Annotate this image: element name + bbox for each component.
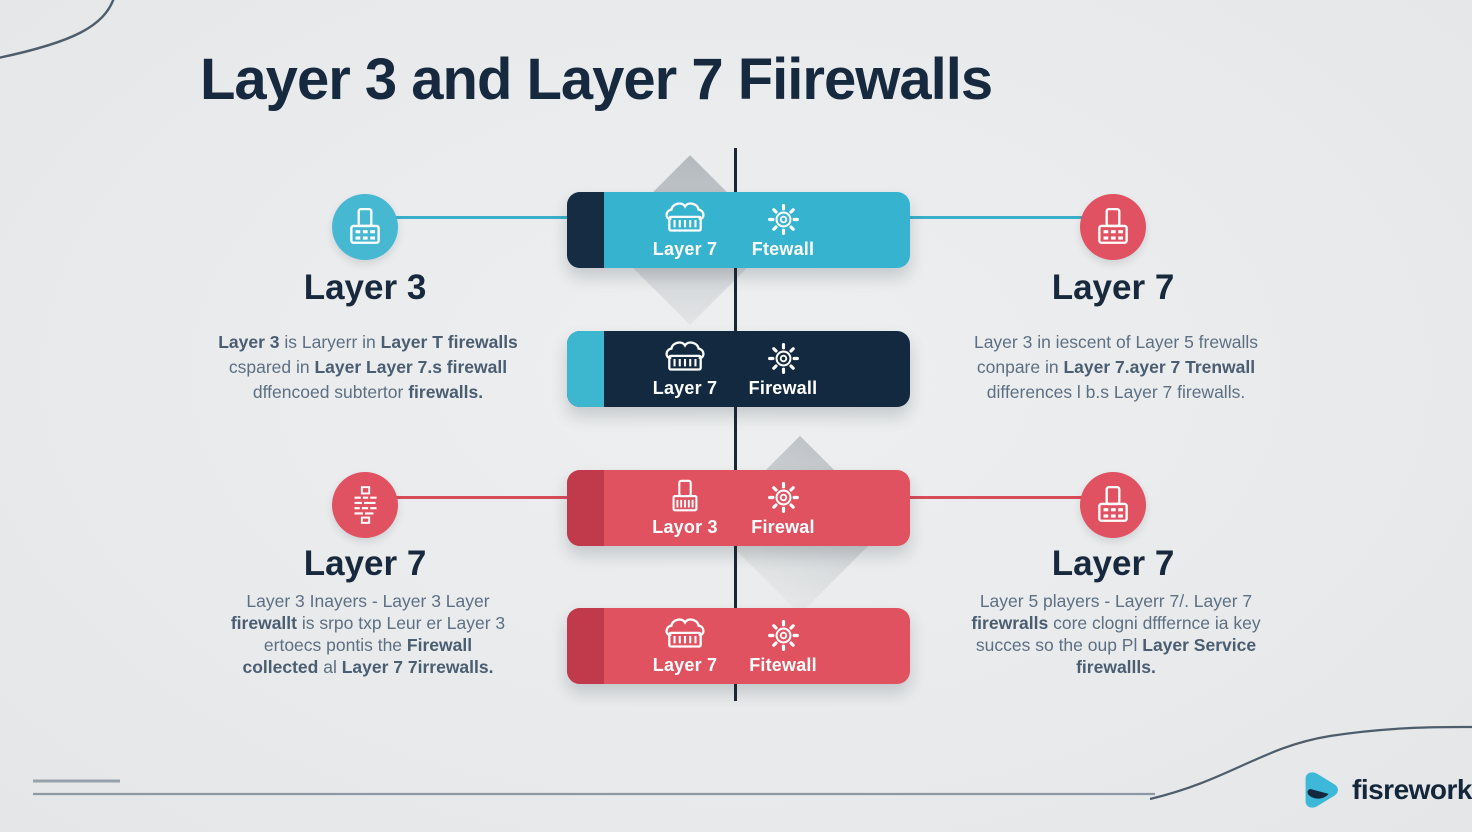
section-heading-right-bottom: Layer 7: [1051, 544, 1175, 583]
center-divider-line: [734, 148, 737, 701]
banner-4: Layer 7 Fitewall: [567, 608, 910, 684]
banner-3: Layor 3 Firewal: [567, 470, 910, 546]
connector-left-top: [396, 216, 568, 219]
gear-icon: [765, 617, 802, 654]
banner-item: Layer 7: [637, 339, 733, 399]
banner-item: Ftewall: [735, 200, 831, 260]
banner-item: Layer 7: [637, 616, 733, 676]
banner-1: Layer 7 Ftewall: [567, 192, 910, 268]
arrow-icon: [1296, 768, 1342, 812]
banner-edge-strip: [567, 192, 604, 268]
cloud-server-icon: [662, 200, 708, 238]
banner-label: Firewall: [748, 378, 818, 398]
cloud-server-icon: [662, 616, 708, 654]
banner-label: Layer 7: [652, 378, 718, 398]
connector-left-bottom: [396, 496, 568, 499]
section-circle-left-top: [332, 194, 398, 260]
gear-icon: [765, 201, 802, 238]
cloud-server-icon: [662, 339, 708, 377]
section-heading-left-top: Layer 3: [303, 268, 427, 307]
banner-label: Fitewall: [749, 655, 817, 675]
brand-logo: fisrework: [1296, 768, 1472, 812]
banner-label: Ftewall: [751, 239, 815, 259]
banner-edge-strip: [567, 608, 604, 684]
building-server-icon: [662, 478, 708, 516]
connector-right-bottom: [908, 496, 1083, 499]
banner-item: Fitewall: [735, 616, 831, 676]
gear-icon: [765, 340, 802, 377]
banner-label: Layor 3: [652, 517, 718, 537]
section-circle-right-bottom: [1080, 472, 1146, 538]
banner-label: Layer 7: [652, 655, 718, 675]
network-device-icon: [1094, 206, 1132, 248]
banner-2: Layer 7 Firewall: [567, 331, 910, 407]
banner-item: Layer 7: [637, 200, 733, 260]
banner-item: Firewall: [735, 339, 831, 399]
section-heading-left-bottom: Layer 7: [303, 544, 427, 583]
banner-edge-strip: [567, 331, 604, 407]
section-circle-right-top: [1080, 194, 1146, 260]
banner-item: Layor 3: [637, 478, 733, 538]
gear-icon: [765, 479, 802, 516]
corner-curve-bottom-right: [1149, 725, 1472, 801]
brand-name: fisrework: [1352, 774, 1472, 805]
network-device-icon: [1094, 484, 1132, 526]
banner-edge-strip: [567, 470, 604, 546]
network-device-icon: [346, 206, 384, 248]
section-heading-right-top: Layer 7: [1051, 268, 1175, 307]
banner-item: Firewal: [735, 478, 831, 538]
banner-label: Firewal: [751, 517, 815, 537]
banner-label: Layer 7: [652, 239, 718, 259]
section-circle-left-bottom: [332, 472, 398, 538]
text-block-icon: [346, 484, 384, 526]
page-title: Layer 3 and Layer 7 Fiirewalls: [200, 47, 993, 112]
connector-right-top: [908, 216, 1083, 219]
corner-curve-top-left: [0, 0, 115, 59]
